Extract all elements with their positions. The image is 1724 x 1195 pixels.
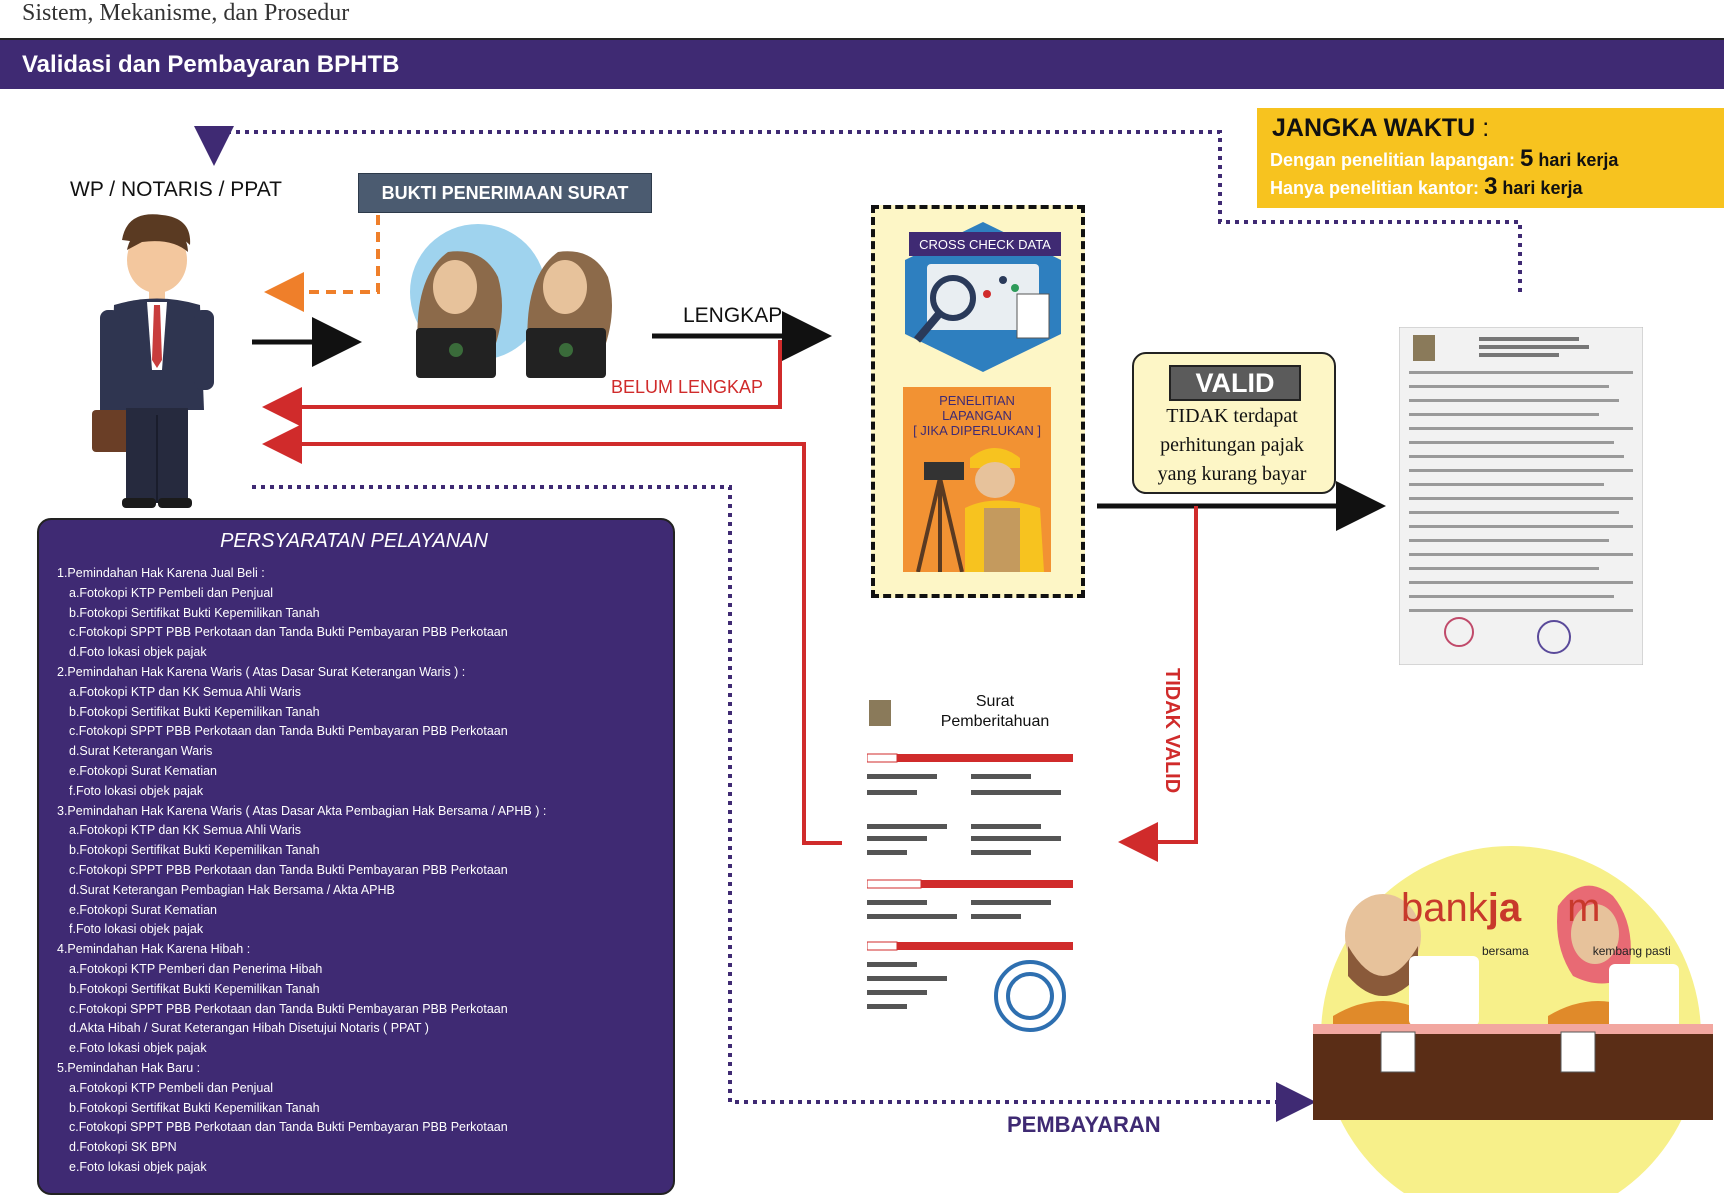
jangka-waktu-lapangan: Dengan penelitian lapangan: 5 hari kerja bbox=[1270, 145, 1619, 172]
persyaratan-sub-item: a.Fotokopi KTP dan KK Semua Ahli Waris bbox=[69, 823, 302, 838]
persyaratan-sub-item: e.Fotokopi Surat Kematian bbox=[69, 763, 217, 778]
persyaratan-item: 4.Pemindahan Hak Karena Hibah : bbox=[57, 942, 251, 957]
surat-pemberitahuan-title: Surat Pemberitahuan bbox=[940, 693, 1050, 730]
persyaratan-sub-item: a.Fotokopi KTP Pemberi dan Penerima Hiba… bbox=[69, 961, 323, 976]
persyaratan-sub-item: c.Fotokopi SPPT PBB Perkotaan dan Tanda … bbox=[69, 1001, 508, 1016]
wp-notaris-ppat-label: WP / NOTARIS / PPAT bbox=[70, 178, 282, 201]
surat-return-arrow bbox=[262, 424, 842, 845]
pembayaran-arrow bbox=[252, 485, 1316, 1122]
bukti-penerimaan-surat-box: BUKTI PENERIMAAN SURAT bbox=[358, 173, 652, 213]
persyaratan-item: 3.Pemindahan Hak Karena Waris ( Atas Das… bbox=[57, 803, 547, 818]
persyaratan-sub-item: b.Fotokopi Sertifikat Bukti Kepemilikan … bbox=[69, 605, 320, 620]
tidak-valid-arrow bbox=[1118, 506, 1198, 862]
persyaratan-item: 2.Pemindahan Hak Karena Waris ( Atas Das… bbox=[57, 664, 466, 679]
jangka-waktu-kantor: Hanya penelitian kantor: 3 hari kerja bbox=[1270, 173, 1583, 200]
jangka-waktu-title: JANGKA WAKTU : bbox=[1272, 114, 1490, 142]
persyaratan-sub-item: b.Fotokopi Sertifikat Bukti Kepemilikan … bbox=[69, 1100, 320, 1115]
businessman-icon bbox=[92, 214, 214, 508]
persyaratan-sub-item: d.Akta Hibah / Surat Keterangan Hibah Di… bbox=[69, 1021, 429, 1036]
lengkap-label: LENGKAP bbox=[683, 304, 783, 327]
belum-lengkap-label: BELUM LENGKAP bbox=[611, 377, 764, 397]
persyaratan-sub-item: b.Fotokopi Sertifikat Bukti Kepemilikan … bbox=[69, 843, 320, 858]
persyaratan-sub-item: d.Fotokopi SK BPN bbox=[69, 1140, 177, 1155]
persyaratan-sub-item: d.Surat Keterangan Waris bbox=[69, 744, 213, 759]
surveyor-icon bbox=[916, 448, 1044, 572]
belum-lengkap-arrow bbox=[262, 340, 782, 427]
persyaratan-sub-item: e.Foto lokasi objek pajak bbox=[69, 1159, 207, 1174]
valid-description: TIDAK terdapat perhitungan pajak yang ku… bbox=[1157, 405, 1307, 485]
persyaratan-pelayanan-title: PERSYARATAN PELAYANAN bbox=[220, 530, 488, 552]
persyaratan-item: 5.Pemindahan Hak Baru : bbox=[57, 1060, 201, 1075]
cross-check-icon bbox=[905, 222, 1061, 372]
sspd-document-icon bbox=[1399, 327, 1643, 665]
persyaratan-sub-item: c.Fotokopi SPPT PBB Perkotaan dan Tanda … bbox=[69, 862, 508, 877]
persyaratan-sub-item: f.Foto lokasi objek pajak bbox=[69, 922, 204, 937]
persyaratan-pelayanan-panel bbox=[37, 518, 675, 1195]
persyaratan-sub-item: a.Fotokopi KTP dan KK Semua Ahli Waris bbox=[69, 684, 302, 699]
page-title: Validasi dan Pembayaran BPHTB bbox=[22, 51, 400, 78]
tidak-valid-label: TIDAK VALID bbox=[1161, 668, 1183, 794]
header-bar bbox=[0, 38, 1724, 89]
return-dotted-line bbox=[194, 126, 1522, 292]
persyaratan-sub-item: d.Foto lokasi objek pajak bbox=[69, 645, 207, 660]
page-caption: Sistem, Mekanisme, dan Prosedur bbox=[22, 0, 350, 26]
bukti-return-arrow bbox=[264, 215, 380, 312]
persyaratan-sub-item: b.Fotokopi Sertifikat Bukti Kepemilikan … bbox=[69, 704, 320, 719]
persyaratan-sub-item: a.Fotokopi KTP Pembeli dan Penjual bbox=[69, 1080, 274, 1095]
cross-check-title: CROSS CHECK DATA bbox=[909, 232, 1061, 256]
penelitian-lapangan-label: PENELITIAN LAPANGAN [ JIKA DIPERLUKAN ] bbox=[913, 393, 1041, 438]
jangka-waktu-box bbox=[1257, 108, 1724, 208]
bank-teller-icon bbox=[1313, 846, 1713, 1193]
persyaratan-sub-item: d.Surat Keterangan Pembagian Hak Bersama… bbox=[69, 882, 395, 897]
persyaratan-item: 1.Pemindahan Hak Karena Jual Beli : bbox=[57, 566, 265, 580]
pembayaran-label: PEMBAYARAN bbox=[1007, 1112, 1161, 1137]
persyaratan-list: 1.Pemindahan Hak Karena Jual Beli : a.Fot… bbox=[57, 564, 657, 1178]
staff-women-icon bbox=[410, 224, 612, 378]
persyaratan-sub-item: f.Foto lokasi objek pajak bbox=[69, 783, 204, 798]
notification-letter-icon bbox=[867, 700, 1073, 1032]
persyaratan-sub-item: c.Fotokopi SPPT PBB Perkotaan dan Tanda … bbox=[69, 1120, 508, 1135]
persyaratan-sub-item: c.Fotokopi SPPT PBB Perkotaan dan Tanda … bbox=[69, 625, 508, 640]
persyaratan-sub-item: a.Fotokopi KTP Pembeli dan Penjual bbox=[69, 585, 274, 600]
valid-badge: VALID bbox=[1169, 365, 1301, 401]
persyaratan-sub-item: e.Fotokopi Surat Kematian bbox=[69, 902, 217, 917]
persyaratan-sub-item: b.Fotokopi Sertifikat Bukti Kepemilikan … bbox=[69, 981, 320, 996]
persyaratan-sub-item: c.Fotokopi SPPT PBB Perkotaan dan Tanda … bbox=[69, 724, 508, 739]
persyaratan-sub-item: e.Foto lokasi objek pajak bbox=[69, 1041, 207, 1056]
